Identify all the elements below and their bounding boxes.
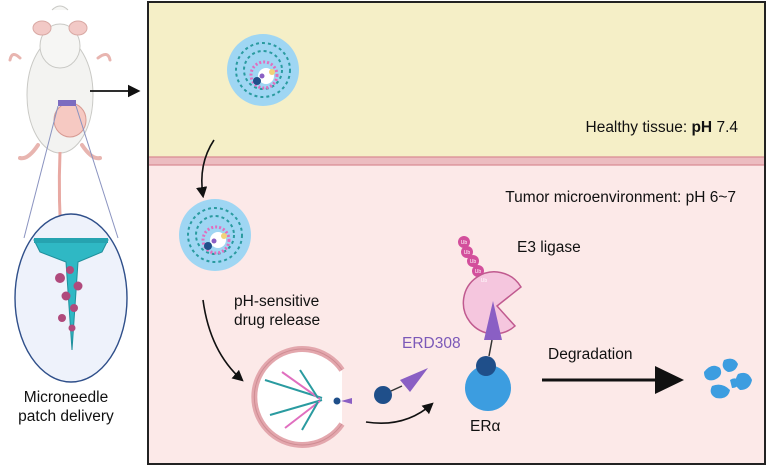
release-arrow: [202, 299, 244, 382]
zoom-line-left: [23, 105, 59, 239]
microneedle-zoom: [14, 213, 128, 383]
erd308-molecule: [374, 368, 428, 404]
healthy-tissue-ph: pH: [691, 119, 713, 136]
degradation-arrow-head: [655, 366, 684, 394]
disrupted-micelle: [251, 346, 352, 448]
degraded-fragments: [704, 358, 752, 399]
diagram-frame: [147, 1, 766, 465]
tumor-label: Tumor microenvironment: pH 6~7: [505, 189, 736, 206]
erd308-label: ERD308: [402, 335, 461, 352]
micelle-healthy: [227, 34, 299, 106]
er-alpha-label: ERα: [470, 418, 501, 435]
drug-release-label: pH-sensitive drug release: [234, 292, 320, 330]
healthy-tissue-label: Healthy tissue: pH 7.4: [586, 118, 739, 137]
e3-ligase-label: E3 ligase: [517, 239, 581, 256]
microneedle-label-line1: Microneedle: [23, 389, 109, 406]
drug-release-line1: pH-sensitive: [234, 293, 320, 310]
microneedle-label-line2: patch delivery: [18, 408, 114, 425]
healthy-tissue-value: 7.4: [712, 119, 738, 136]
binding-arrow: [365, 402, 434, 424]
mouse-illustration: [8, 5, 112, 251]
zoom-line-right: [75, 105, 119, 239]
microneedle-label: Microneedle patch delivery: [0, 388, 132, 426]
er-alpha-protein: [465, 365, 511, 411]
degradation-label: Degradation: [548, 346, 633, 363]
drug-release-line2: drug release: [234, 312, 321, 329]
healthy-tissue-prefix: Healthy tissue:: [585, 119, 692, 136]
er-alpha-ligand: [476, 356, 496, 376]
bound-erd308: [484, 301, 502, 340]
micelle-tumor: [179, 199, 251, 271]
transport-arrow: [196, 139, 215, 199]
bound-linker: [488, 339, 493, 357]
tumor-panel: [148, 160, 765, 464]
tissue-divider: [148, 157, 765, 165]
